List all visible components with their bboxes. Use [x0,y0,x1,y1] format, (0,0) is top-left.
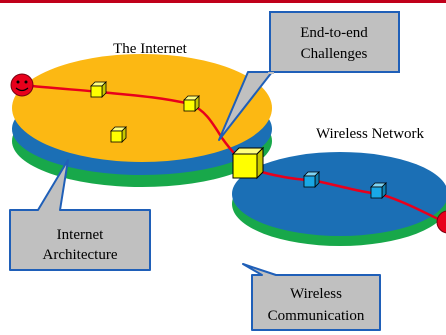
wireless-layer-top [232,152,446,236]
callout-wireless-communication-line1: Wireless [290,286,342,302]
internet-layer-top [12,54,272,162]
callout-end-to-end-line1: End-to-end [300,25,368,41]
wireless-router-icon [370,182,387,199]
top-bar [0,0,446,3]
wireless-router-icon [303,171,320,188]
source-endpoint-icon [10,73,34,97]
router-icon [110,126,127,143]
internet-label: The Internet [113,41,188,57]
router-icon [90,81,107,98]
gateway-icon [231,146,265,180]
wireless-network-label: Wireless Network [316,126,425,142]
callout-internet-architecture: Internet Architecture [9,159,151,271]
router-icon [183,95,200,112]
callout-end-to-end-challenges: End-to-end Challenges [218,11,400,141]
destination-endpoint-icon [436,210,446,234]
callout-wireless-communication: Wireless Communication [242,263,381,331]
callout-internet-architecture-line2: Architecture [43,247,118,263]
callout-wireless-communication-line2: Communication [268,308,365,324]
callout-end-to-end-line2: Challenges [301,46,368,62]
wireless-cloud [232,152,446,246]
callout-internet-architecture-line1: Internet [57,227,104,243]
